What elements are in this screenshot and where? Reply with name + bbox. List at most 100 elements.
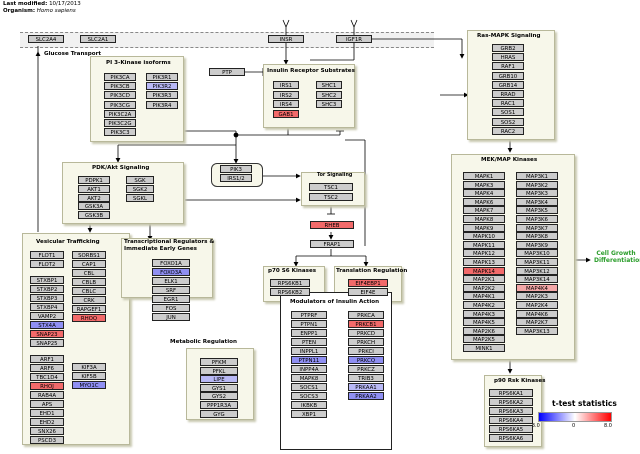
gene-igf1r[interactable]: IGF1R xyxy=(336,35,372,43)
gene-map2k2[interactable]: MAP2K2 xyxy=(463,283,505,292)
gene-stxbp1[interactable]: STXBP1 xyxy=(30,276,64,284)
gene-rac2[interactable]: RAC2 xyxy=(492,126,524,135)
gene-prkaa2[interactable]: PRKAA2 xyxy=(348,392,384,400)
gene-rps6ka3[interactable]: RPS6KA3 xyxy=(489,407,533,415)
gene-gyg[interactable]: GYG xyxy=(200,409,238,418)
gene-gsk3b[interactable]: GSK3B xyxy=(78,211,110,220)
gene-akt2[interactable]: AKT2 xyxy=(78,193,110,202)
gene-pscd3[interactable]: PSCD3 xyxy=(30,436,64,444)
gene-cbl[interactable]: CBL xyxy=(72,269,106,277)
gene-kif3a[interactable]: KIF3A xyxy=(72,363,106,371)
gene-map3k8[interactable]: MAP3K8 xyxy=(516,232,558,241)
gene-map4k4[interactable]: MAP4K4 xyxy=(516,283,558,292)
gene-stxbp4[interactable]: STXBP4 xyxy=(30,303,64,311)
gene-elk1[interactable]: ELK1 xyxy=(152,277,190,285)
gene-stxbp3[interactable]: STXBP3 xyxy=(30,294,64,302)
gene-pik3c2g[interactable]: PIK3C2G xyxy=(104,119,136,127)
gene-eif4ebp1[interactable]: EIF4EBP1 xyxy=(348,279,388,287)
gene-irs1-2[interactable]: IRS1/2 xyxy=(220,174,252,182)
gene-pik3cd[interactable]: PIK3CD xyxy=(104,91,136,100)
gene-map3k5[interactable]: MAP3K5 xyxy=(516,206,558,215)
gene-pik3r1[interactable]: PIK3R1 xyxy=(146,73,178,81)
gene-map3k10[interactable]: MAP3K10 xyxy=(516,249,558,258)
gene-snx26[interactable]: SNX26 xyxy=(30,427,64,435)
gene-map4k5[interactable]: MAP4K5 xyxy=(463,318,505,327)
gene-ehd2[interactable]: EHD2 xyxy=(30,418,64,426)
gene-mapk9[interactable]: MAPK9 xyxy=(463,223,505,232)
gene-mapk13[interactable]: MAPK13 xyxy=(463,258,505,266)
gene-mapk3[interactable]: MAPK3 xyxy=(463,180,505,189)
gene-gab1[interactable]: GAB1 xyxy=(273,109,299,118)
gene-mapk7[interactable]: MAPK7 xyxy=(463,206,505,215)
gene-sos1[interactable]: SOS1 xyxy=(492,108,524,117)
gene-lipe[interactable]: LIPE xyxy=(200,375,238,384)
gene-arf1[interactable]: ARF1 xyxy=(30,355,64,363)
gene-akt1[interactable]: AKT1 xyxy=(78,184,110,193)
gene-mapk1[interactable]: MAPK1 xyxy=(463,172,505,180)
gene-eif4e[interactable]: EIF4E xyxy=(348,287,388,296)
gene-ptprf[interactable]: PTPRF xyxy=(291,311,327,319)
gene-map3k11[interactable]: MAP3K11 xyxy=(516,258,558,266)
gene-tbc1d4[interactable]: TBC1D4 xyxy=(30,373,64,381)
gene-mapk14[interactable]: MAPK14 xyxy=(463,266,505,275)
gene-slc2a4[interactable]: SLC2A4 xyxy=(28,35,64,43)
gene-prkcz[interactable]: PRKCZ xyxy=(348,365,384,373)
gene-gys2[interactable]: GYS2 xyxy=(200,392,238,401)
gene-ikbkb[interactable]: IKBKB xyxy=(291,401,327,409)
gene-sgk2[interactable]: SGK2 xyxy=(126,184,154,193)
gene-stxbp2[interactable]: STXBP2 xyxy=(30,285,64,293)
gene-foxo3a[interactable]: FOXO3A xyxy=(152,268,190,276)
gene-map2k1[interactable]: MAP2K1 xyxy=(463,275,505,284)
gene-mapk11[interactable]: MAPK11 xyxy=(463,240,505,249)
gene-pfkm[interactable]: PFKM xyxy=(200,358,238,366)
gene-rheb[interactable]: RHEB xyxy=(310,221,354,229)
gene-shc1[interactable]: SHC1 xyxy=(316,81,342,89)
gene-inppl1[interactable]: INPPL1 xyxy=(291,347,327,355)
gene-slc2a1[interactable]: SLC2A1 xyxy=(80,35,116,43)
gene-gys1[interactable]: GYS1 xyxy=(200,383,238,392)
gene-sorbs1[interactable]: SORBS1 xyxy=(72,251,106,259)
gene-map2k7[interactable]: MAP2K7 xyxy=(516,318,558,327)
gene-map4k1[interactable]: MAP4K1 xyxy=(463,292,505,301)
gene-map3k13[interactable]: MAP3K13 xyxy=(516,326,558,335)
gene-map4k2[interactable]: MAP4K2 xyxy=(463,301,505,309)
gene-map3k9[interactable]: MAP3K9 xyxy=(516,240,558,249)
gene-pik3r4[interactable]: PIK3R4 xyxy=(146,100,178,109)
gene-pik3cb[interactable]: PIK3CB xyxy=(104,82,136,91)
gene-grb10[interactable]: GRB10 xyxy=(492,71,524,80)
gene-rapgef1[interactable]: RAPGEF1 xyxy=(72,305,106,313)
gene-flot1[interactable]: FLOT1 xyxy=(30,251,64,259)
gene-prkcb1[interactable]: PRKCB1 xyxy=(348,320,384,328)
gene-pik3r3[interactable]: PIK3R3 xyxy=(146,91,178,100)
gene-map4k3[interactable]: MAP4K3 xyxy=(463,309,505,318)
gene-ptpn1[interactable]: PTPN1 xyxy=(291,320,327,328)
gene-ptp[interactable]: PTP xyxy=(209,68,245,76)
gene-pik3[interactable]: PIK3 xyxy=(220,165,252,173)
gene-pik3ca[interactable]: PIK3CA xyxy=(104,73,136,81)
gene-shc2[interactable]: SHC2 xyxy=(316,90,342,99)
gene-map3k14[interactable]: MAP3K14 xyxy=(516,275,558,284)
gene-ptpn11[interactable]: PTPN11 xyxy=(291,356,327,364)
gene-foxo1a[interactable]: FOXO1A xyxy=(152,259,190,267)
gene-map4k6[interactable]: MAP4K6 xyxy=(516,309,558,318)
gene-cblb[interactable]: CBLB xyxy=(72,278,106,286)
gene-snap23[interactable]: SNAP23 xyxy=(30,330,64,338)
gene-rps6kb1[interactable]: RPS6KB1 xyxy=(270,279,310,287)
gene-egr1[interactable]: EGR1 xyxy=(152,295,190,303)
gene-map2k6[interactable]: MAP2K6 xyxy=(463,326,505,335)
gene-pik3r2[interactable]: PIK3R2 xyxy=(146,82,178,91)
gene-irs4[interactable]: IRS4 xyxy=(273,100,299,109)
gene-map3k2[interactable]: MAP3K2 xyxy=(516,180,558,189)
gene-map3k7[interactable]: MAP3K7 xyxy=(516,223,558,232)
gene-mink1[interactable]: MINK1 xyxy=(463,344,505,352)
gene-vamp2[interactable]: VAMP2 xyxy=(30,312,64,320)
gene-flot2[interactable]: FLOT2 xyxy=(30,260,64,268)
gene-rps6ka5[interactable]: RPS6KA5 xyxy=(489,425,533,433)
gene-prkch[interactable]: PRKCH xyxy=(348,338,384,346)
gene-trib3[interactable]: TRIB3 xyxy=(348,374,384,382)
gene-mapk6[interactable]: MAPK6 xyxy=(463,197,505,206)
gene-enpp1[interactable]: ENPP1 xyxy=(291,329,327,337)
gene-inpp4a[interactable]: INPP4A xyxy=(291,365,327,373)
gene-gsk3a[interactable]: GSK3A xyxy=(78,202,110,211)
gene-prkcd[interactable]: PRKCD xyxy=(348,329,384,337)
